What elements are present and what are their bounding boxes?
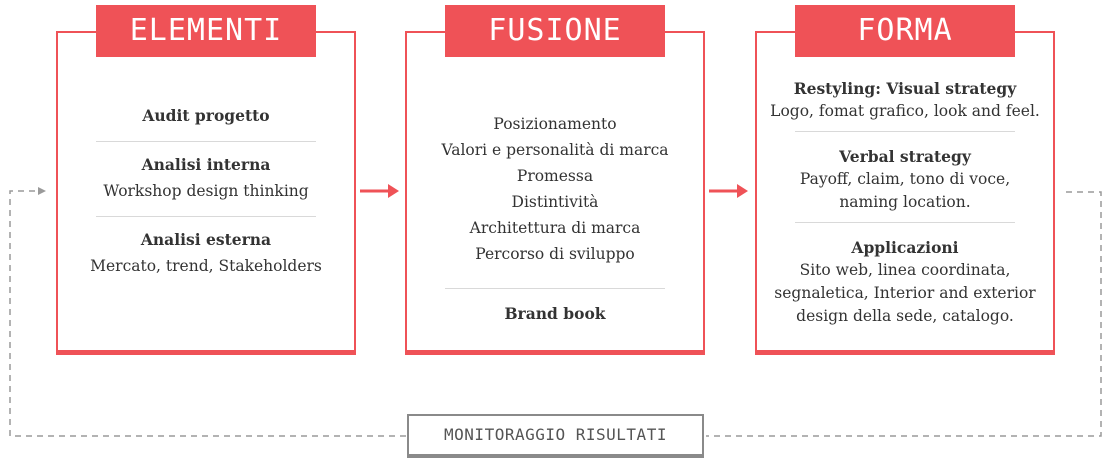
arrow-right-icon <box>709 184 748 198</box>
section-head: Applicazioni <box>851 238 959 257</box>
section-line: Architettura di marca <box>469 219 641 237</box>
column-fusione: Posizionamento Valori e personalità di m… <box>405 31 705 355</box>
section-line: design della sede, catalogo. <box>796 307 1014 325</box>
title-forma: FORMA <box>795 5 1015 57</box>
column-content: Audit progetto Analisi interna Workshop … <box>58 103 354 279</box>
column-content: Restyling: Visual strategy Logo, fomat g… <box>757 77 1053 328</box>
feedback-loop-line <box>9 190 1102 437</box>
section-head: Restyling: Visual strategy <box>793 79 1017 98</box>
section-fusione-list: Posizionamento Valori e personalità di m… <box>407 111 703 267</box>
column-elementi: Audit progetto Analisi interna Workshop … <box>56 31 356 355</box>
section-verbal-strategy: Verbal strategy Payoff, claim, tono di v… <box>757 145 1053 214</box>
section-line: Payoff, claim, tono di voce, <box>799 170 1011 188</box>
section-brand-book: Brand book <box>407 301 703 327</box>
section-line: Sito web, linea coordinata, <box>799 261 1011 279</box>
section-line: segnaletica, Interior and exterior <box>774 284 1036 302</box>
section-applicazioni: Applicazioni Sito web, linea coordinata,… <box>757 236 1053 328</box>
arrow-right-icon <box>360 184 399 198</box>
section-line: naming location. <box>839 193 971 211</box>
divider <box>795 131 1015 132</box>
section-line: Distintività <box>511 193 599 211</box>
section-line: Mercato, trend, Stakeholders <box>90 257 322 275</box>
section-line: Logo, fomat grafico, look and feel. <box>770 102 1040 120</box>
divider <box>96 216 316 217</box>
section-analisi-esterna: Analisi esterna Mercato, trend, Stakehol… <box>58 227 354 279</box>
title-fusione: FUSIONE <box>445 5 665 57</box>
section-line: Percorso di sviluppo <box>475 245 635 263</box>
section-head: Brand book <box>504 304 606 323</box>
section-head: Verbal strategy <box>839 147 971 166</box>
section-head: Audit progetto <box>142 106 270 125</box>
divider <box>445 288 665 289</box>
section-line: Promessa <box>516 167 594 185</box>
section-line: Workshop design thinking <box>103 182 309 200</box>
monitoraggio-risultati-box: MONITORAGGIO RISULTATI <box>407 414 704 458</box>
section-line: Valori e personalità di marca <box>441 141 669 159</box>
section-visual-strategy: Restyling: Visual strategy Logo, fomat g… <box>757 77 1053 123</box>
divider <box>96 141 316 142</box>
section-head: Analisi esterna <box>140 230 272 249</box>
section-audit-progetto: Audit progetto <box>58 103 354 129</box>
feedback-loop-arrowhead <box>38 187 46 195</box>
section-head: Analisi interna <box>141 155 271 174</box>
title-elementi: ELEMENTI <box>96 5 316 57</box>
section-line: Posizionamento <box>493 115 617 133</box>
divider <box>795 222 1015 223</box>
column-forma: Restyling: Visual strategy Logo, fomat g… <box>755 31 1055 355</box>
section-analisi-interna: Analisi interna Workshop design thinking <box>58 152 354 204</box>
column-content: Posizionamento Valori e personalità di m… <box>407 111 703 327</box>
